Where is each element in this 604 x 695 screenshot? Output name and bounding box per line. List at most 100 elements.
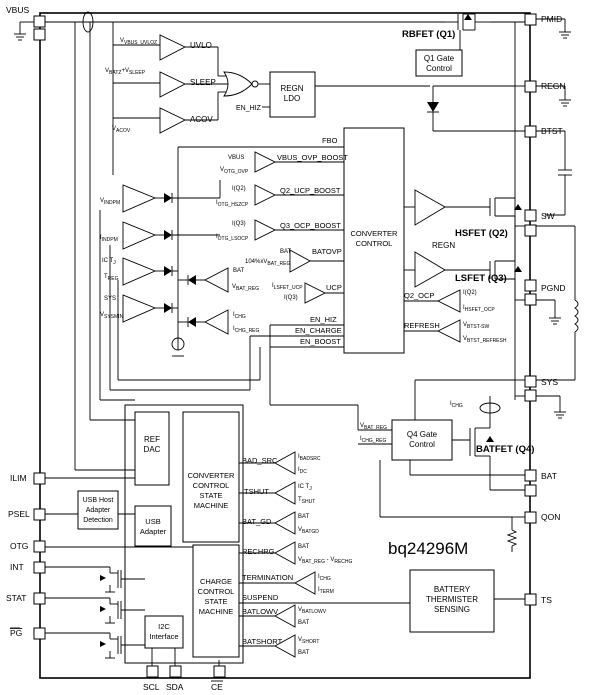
pin-vbus-label: VBUS [6, 5, 29, 15]
batlowv-comparator: BATLOWV VBATLOWV BAT [239, 604, 327, 628]
batovp-comparator: BAT 104%xVBAT_REG BATOVP [245, 247, 344, 273]
stat-open-drain [45, 597, 145, 624]
vbtst-refresh-label: VBTST_REFRESH [463, 336, 507, 344]
vshort-label: VSHORT [298, 637, 319, 645]
batz-sleep-ref-label: VBATZ+VSLEEP [105, 68, 146, 76]
q2-ocp-comparator: Q2_OCP I(Q2) IHSFET_OCP [404, 289, 495, 313]
refresh-comparator: REFRESH VBTST-SW VBTST_REFRESH [404, 319, 507, 344]
ichg-input-label: ICHG [233, 312, 246, 320]
uvlo-label: UVLO [190, 41, 212, 50]
pin-ts-label: TS [541, 595, 552, 605]
thermister-line3: SENSING [434, 605, 470, 614]
en-charge-label: EN_CHARGE [295, 326, 342, 335]
ucp-ref: ILSFET_UCP [272, 283, 303, 291]
termination-label: TERMINATION [242, 573, 293, 582]
pin-psel-label: PSEL [8, 509, 30, 519]
rechrg-label: RECHRG [242, 547, 275, 556]
rbfet-q1-label: RBFET (Q1) [402, 29, 455, 40]
ihsfet-ocp-label: IHSFET_OCP [463, 305, 495, 313]
converter-control-block [343, 127, 405, 354]
vbatgd-label: VBATGD [298, 527, 319, 535]
part-number: bq24296M [388, 539, 468, 558]
batovp-bat-input: BAT [280, 249, 292, 255]
pin-sw-label: SW [541, 211, 555, 221]
chg-sm-line2: CONTROL [198, 587, 235, 596]
ictj-label: IC TJ [102, 258, 116, 266]
suspend-label: SUSPEND [242, 593, 279, 602]
usb-adapter-line2: Adapter [140, 527, 167, 536]
regn-ls-label: REGN [432, 241, 455, 250]
pin-sys-2 [524, 389, 537, 402]
ref-dac-line2: DAC [144, 445, 161, 454]
treg-label: TREG [104, 274, 119, 282]
conv-sm-line4: MACHINE [194, 501, 229, 510]
q2-ocp-label: Q2_OCP [404, 291, 434, 300]
bat-gd-label: BAT_GD [242, 517, 272, 526]
ichg-reg-q4-label: ICHG_REG [360, 436, 387, 444]
vsysmin-comparator: SYS VSYSMIN [100, 294, 173, 323]
pin-otg [33, 540, 46, 553]
acov-label: ACOV [190, 115, 213, 124]
batfet-q4 [469, 396, 494, 490]
batgd-bat-input: BAT [298, 514, 310, 520]
q2-ucp-iq2-input: I(Q2) [232, 186, 246, 192]
term-ichg-label: ICHG [318, 574, 331, 582]
pin-scl [146, 665, 159, 678]
rechrg-comparator: RECHRG BAT VBAT_REG - VRECHG [239, 541, 352, 565]
pin-qon [524, 511, 537, 524]
conv-sm-line2: CONTROL [193, 481, 230, 490]
chg-sm-line4: MACHINE [199, 607, 234, 616]
pin-pg [33, 627, 46, 640]
pin-sys [524, 375, 537, 388]
tshut-ictj-label: IC TJ [298, 484, 312, 492]
usb-adapter-block [134, 505, 172, 547]
fbo-label: FBO [322, 136, 338, 145]
pin-int-label: INT [10, 562, 24, 572]
bad-src-label: BAD_SRC [242, 456, 278, 465]
i2c-line1: I2C [158, 622, 170, 631]
conv-sm-line1: CONVERTER [188, 471, 236, 480]
chg-sm-line1: CHARGE [200, 577, 232, 586]
pin-ce [213, 665, 226, 678]
converter-control-line1: CONVERTER [351, 229, 399, 238]
pg-open-drain [45, 632, 145, 659]
pin-psel [33, 508, 46, 521]
termination-comparator: TERMINATION ICHG ITERM [239, 571, 334, 595]
pin-sw-2 [524, 224, 537, 237]
vbat-reg-label: VBAT_REG [232, 284, 259, 292]
pin-sys-label: SYS [541, 377, 558, 387]
short-bat-input: BAT [298, 650, 310, 656]
sleep-label: SLEEP [190, 78, 216, 87]
pin-pgnd-2 [524, 293, 537, 306]
ichg-reg-label: ICHG_REG [233, 326, 260, 334]
vrech-label: VBAT_REG - VRECHG [298, 557, 352, 565]
thermister-line2: THERMISTER [426, 595, 478, 604]
ref-dac-line1: REF [144, 435, 160, 444]
q3-ocp-iq3-input: I(Q3) [232, 221, 246, 227]
iindpm-comparator: IINDPM [100, 221, 220, 250]
q2-ucp-label: Q2_UCP_BOOST [280, 186, 341, 195]
vbatlowv-label: VBATLOWV [298, 607, 327, 615]
chg-sm-line3: STATE [204, 597, 227, 606]
uvloz-ref-label: VVBUS_UVLOZ [120, 38, 157, 46]
ucp-comparator: ILSFET_UCP I(Q3) UCP [272, 282, 344, 304]
regn-ldo-block [269, 71, 316, 118]
int-open-drain [45, 566, 145, 593]
lsfet-q3-label: LSFET (Q3) [455, 273, 507, 284]
usb-adapter-line1: USB [145, 517, 160, 526]
vindpm-label: VINDPM [100, 198, 120, 206]
en-hiz-top-label: EN_HIZ [236, 105, 262, 112]
pin-otg-label: OTG [10, 541, 28, 551]
q1-gate-label-line2: Control [426, 64, 452, 73]
vbus-ovp-label: VBUS_OVP_BOOST [277, 153, 348, 162]
pin-ilim-label: ILIM [10, 473, 27, 483]
pin-stat [33, 592, 46, 605]
q2-ucp-boost: I(Q2) IOTG_HSZCP Q2_UCP_BOOST [216, 184, 344, 208]
q1-gate-label-line1: Q1 Gate [424, 54, 455, 63]
sleep-comparator [159, 71, 187, 98]
lsfet-q3: REGN [414, 241, 522, 300]
batlowv-label: BATLOWV [242, 607, 278, 616]
logic-region [124, 404, 244, 664]
rech-bat-input: BAT [298, 544, 310, 550]
vbat-reg-q4-label: VBAT_REG [360, 423, 387, 431]
